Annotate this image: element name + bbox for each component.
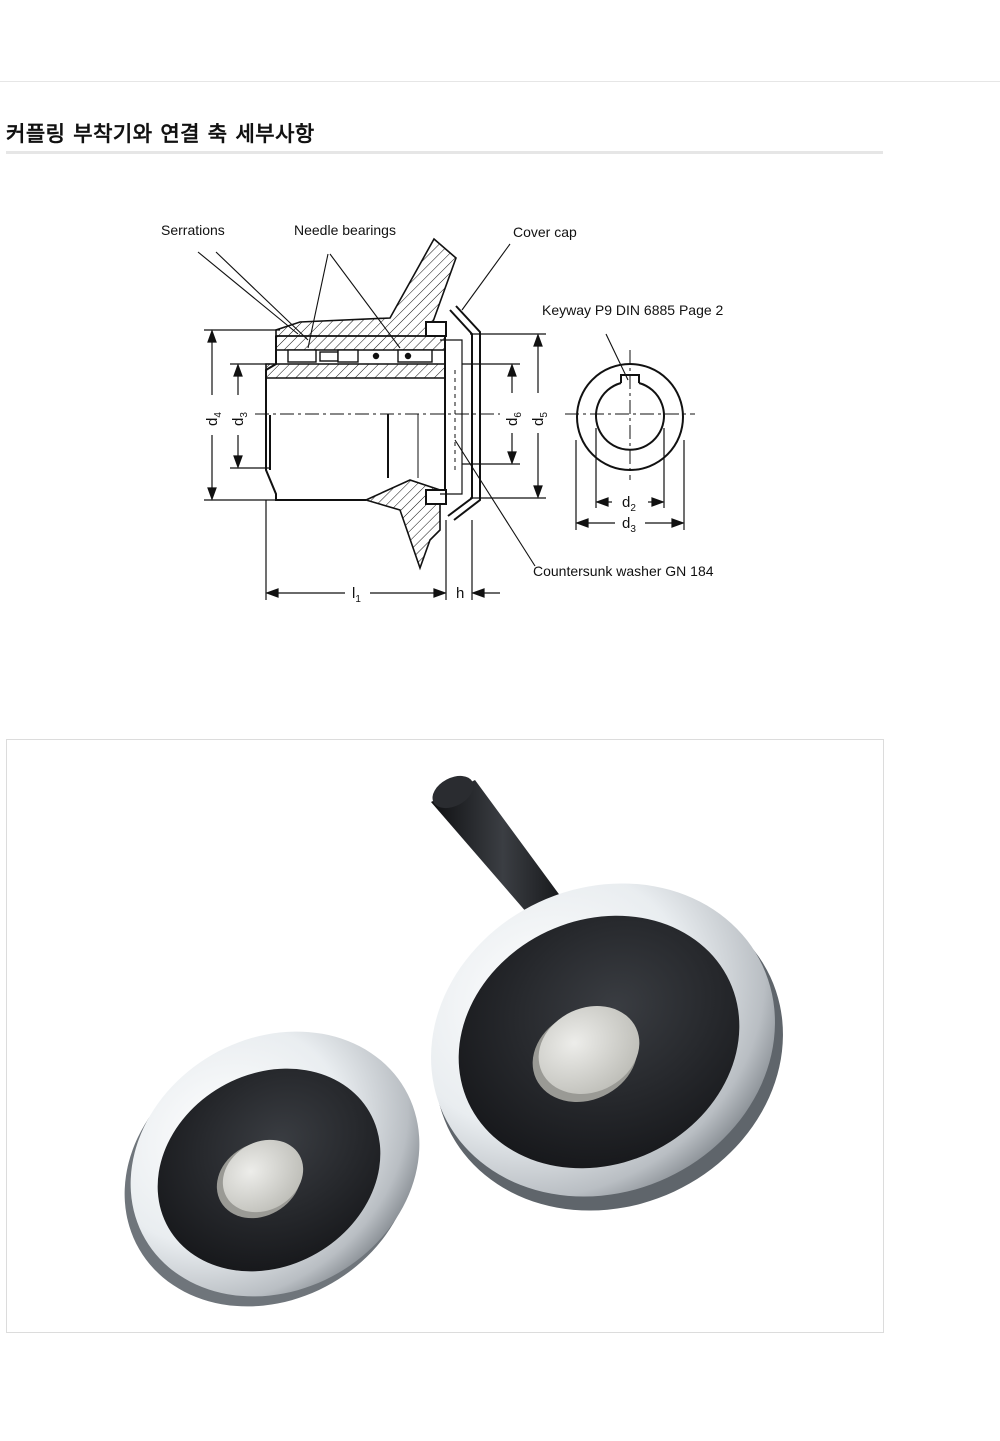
technical-drawing: Serrations Needle bearings Cover cap Key…	[161, 222, 724, 605]
dim-d4: d4	[204, 412, 224, 426]
dim-h: h	[456, 585, 464, 602]
dim-d3-left: d3	[230, 412, 250, 426]
heading-underline	[6, 151, 883, 154]
svg-text:d6: d6	[504, 412, 524, 426]
product-photo-frame	[6, 739, 884, 1333]
dim-l1: l1	[352, 585, 361, 605]
label-countersunk-washer: Countersunk washer GN 184	[533, 563, 714, 579]
right-handwheel	[431, 883, 783, 1211]
wheel-hub-section	[265, 237, 457, 571]
bottom-dimensions	[265, 500, 500, 600]
svg-text:d5: d5	[530, 412, 550, 426]
svg-text:d4: d4	[204, 412, 224, 426]
top-divider	[0, 81, 1000, 82]
left-handwheel	[124, 1031, 420, 1307]
leader-lines	[197, 243, 629, 567]
right-dimensions	[462, 333, 546, 499]
label-cover-cap: Cover cap	[513, 224, 577, 240]
keyway-end-view	[576, 363, 684, 471]
dim-d2: d2	[622, 494, 636, 514]
label-needle-bearings: Needle bearings	[294, 222, 396, 238]
dim-d6: d6	[504, 412, 524, 426]
keyway-dimensions	[575, 428, 685, 530]
label-serrations: Serrations	[161, 222, 225, 238]
crank-handle	[431, 775, 575, 936]
handwheels-photo	[124, 775, 783, 1307]
cover-cap	[425, 305, 481, 521]
dim-d5: d5	[530, 412, 550, 426]
section-heading: 커플링 부착기와 연결 축 세부사항	[6, 122, 315, 146]
svg-text:d3: d3	[230, 412, 250, 426]
label-keyway: Keyway P9 DIN 6885 Page 2	[542, 302, 724, 318]
dim-d3-right: d3	[622, 515, 636, 535]
needle-bearing-detail	[287, 349, 433, 363]
centerlines	[255, 350, 695, 480]
